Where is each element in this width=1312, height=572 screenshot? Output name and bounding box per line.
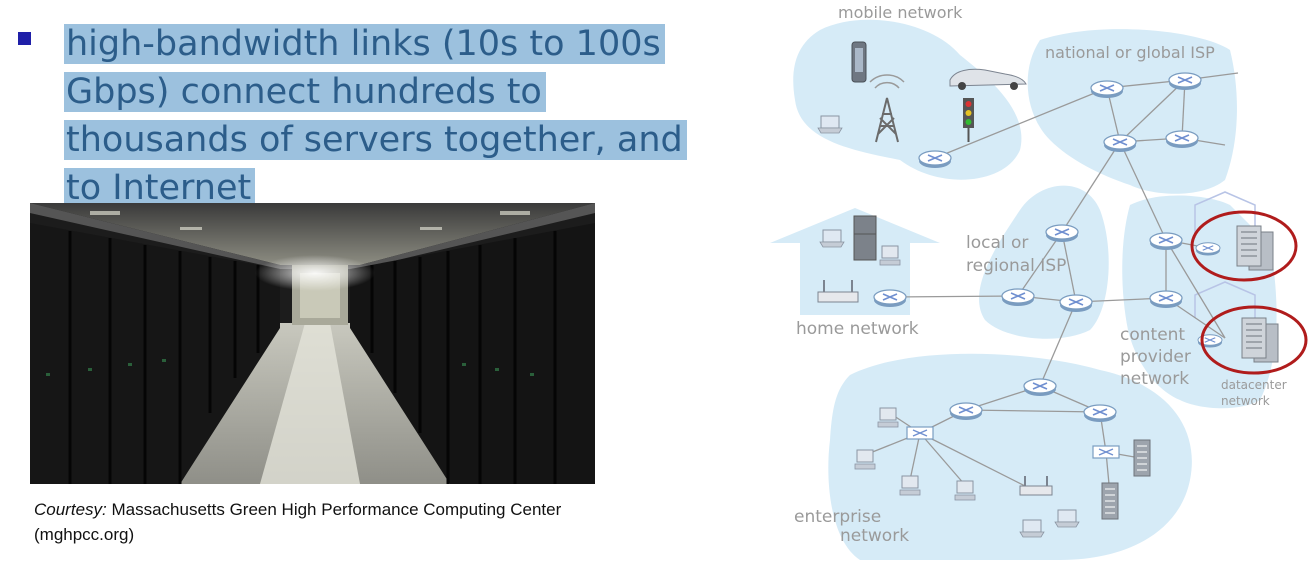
laptop-icon [1019,519,1045,538]
server-rack-icon [1241,317,1279,363]
enterprise-switch-2 [1092,445,1120,459]
datacenter-aisle-image [30,203,595,484]
datacenter-photo [30,203,595,484]
traffic-light-icon [963,98,974,142]
home-devices [817,215,901,303]
router-content-1 [1149,232,1183,251]
router-global-2 [1168,72,1202,91]
label-datacenter-line1: datacenter [1221,378,1287,392]
wireless-router-icon [817,280,859,303]
bullet-text: high-bandwidth links (10s to 100s Gbps) … [64,24,687,208]
caption-text: Massachusetts Green High Performance Com… [34,500,562,544]
router-mobile [918,150,952,169]
bullet-marker [18,32,31,45]
mobile-devices [817,41,1027,143]
router-content-2 [1149,290,1183,309]
global-isp-region [1027,29,1237,194]
enterprise-switch-1 [906,426,934,440]
router-global-3 [1103,134,1137,153]
label-datacenter-line2: network [1221,394,1270,408]
internet-structure-diagram: mobile network national or global ISP lo… [770,3,1308,560]
label-home-network: home network [796,319,919,339]
router-local-1 [1045,224,1079,243]
label-content-line1: content [1120,325,1185,345]
desktop-icon [954,480,976,501]
router-local-2 [1001,288,1035,307]
server-icon [1133,439,1151,477]
wireless-router-icon [1019,476,1053,496]
label-content-line2: provider [1120,347,1191,367]
photo-caption: Courtesy: Massachusetts Green High Perfo… [34,497,594,547]
desktop-icon [879,245,901,266]
laptop-icon [819,229,845,248]
router-enterprise-1 [1023,378,1057,397]
router-global-4 [1165,130,1199,149]
label-global-isp: national or global ISP [1045,43,1215,62]
server-rack-icon [1236,225,1274,271]
router-enterprise-2 [949,402,983,421]
datacenter-devices [1190,210,1308,375]
label-content-line3: network [1120,369,1189,389]
desktop-icon [877,407,899,428]
diagram-labels: mobile network national or global ISP lo… [794,3,1287,546]
label-local-isp-line1: local or [966,233,1028,253]
router-home [873,289,907,308]
router-local-3 [1059,294,1093,313]
label-local-isp-line2: regional ISP [966,256,1066,276]
bullet-text-container: high-bandwidth links (10s to 100s Gbps) … [64,20,718,212]
car-icon [949,68,1027,90]
router-global-1 [1090,80,1124,99]
refrigerator-icon [853,215,877,261]
datacenter-outlines [1194,191,1256,318]
laptop-icon [817,115,843,134]
desktop-icon [854,449,876,470]
cell-tower-icon [869,74,905,143]
highlight-ring [1200,305,1308,375]
label-mobile-network: mobile network [838,3,963,22]
datacenter-router-icon [1195,242,1221,257]
laptop-icon [1054,509,1080,528]
router-enterprise-3 [1083,404,1117,423]
label-enterprise-line1: enterprise [794,507,881,527]
caption-prefix: Courtesy: [34,500,107,519]
label-enterprise-line2: network [840,526,909,546]
home-network-region [770,208,940,315]
server-icon [1101,482,1119,520]
desktop-icon [899,475,921,496]
enterprise-devices [854,407,1151,538]
mobile-network-region [793,19,1022,180]
highlight-ring [1190,210,1298,282]
